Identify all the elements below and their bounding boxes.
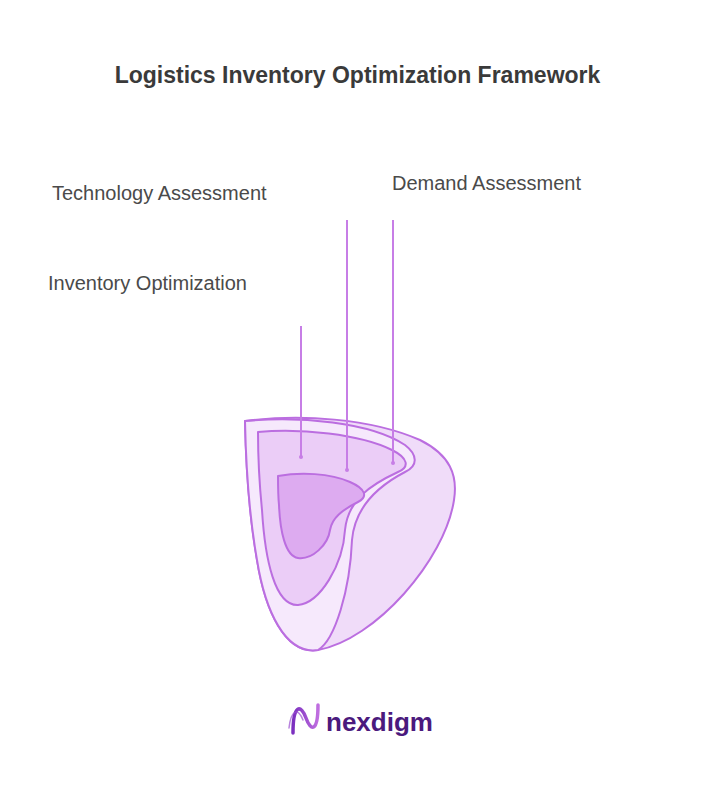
diagram-title: Logistics Inventory Optimization Framewo… [0,61,715,89]
layer-surface [245,418,455,651]
logo-mark [289,712,303,728]
layer-shape: Demand AssessmentTechnology AssessmentIn… [240,410,462,658]
layer-surface [278,474,364,558]
layer-shape: Inventory Optimization [275,470,371,562]
leader-line [392,220,394,463]
layer-shape: Technology AssessmentInventory Optimizat… [255,428,415,610]
brand-logo-text: nexdigm [326,706,433,738]
layer-label: Inventory Optimization [48,271,247,295]
layer-surface [245,419,415,650]
layer-surface [258,431,406,605]
layer-label: Technology Assessment [52,181,267,205]
layer-label: Demand Assessment [392,171,581,195]
logo-mark [293,705,318,733]
layer-outline [275,470,371,562]
